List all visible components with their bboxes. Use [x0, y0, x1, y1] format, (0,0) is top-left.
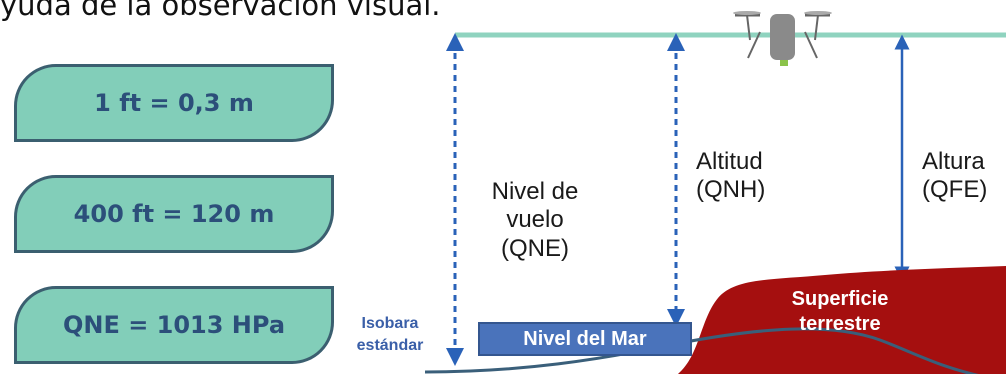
- isobara-label: Isobara estándar: [356, 315, 424, 354]
- qnh-label: Altitud (QNH): [696, 148, 766, 204]
- conversion-feet-meters: 1 ft = 0,3 m: [14, 64, 334, 142]
- standard-isobar-line: [424, 327, 979, 374]
- conversion-400ft: 400 ft = 120 m: [14, 175, 334, 253]
- qne-label: Nivel de vuelo (QNE): [491, 178, 579, 262]
- drone-icon: [733, 11, 832, 66]
- terrain-shape: [678, 266, 1006, 374]
- conversion-qne: QNE = 1013 HPa: [14, 286, 334, 364]
- sea-level-bar: Nivel del Mar: [478, 322, 692, 356]
- header-text: yuda de la observación visual.: [0, 0, 441, 22]
- terrain-label: Superficie terrestre: [791, 288, 889, 335]
- qfe-label: Altura (QFE): [922, 148, 988, 204]
